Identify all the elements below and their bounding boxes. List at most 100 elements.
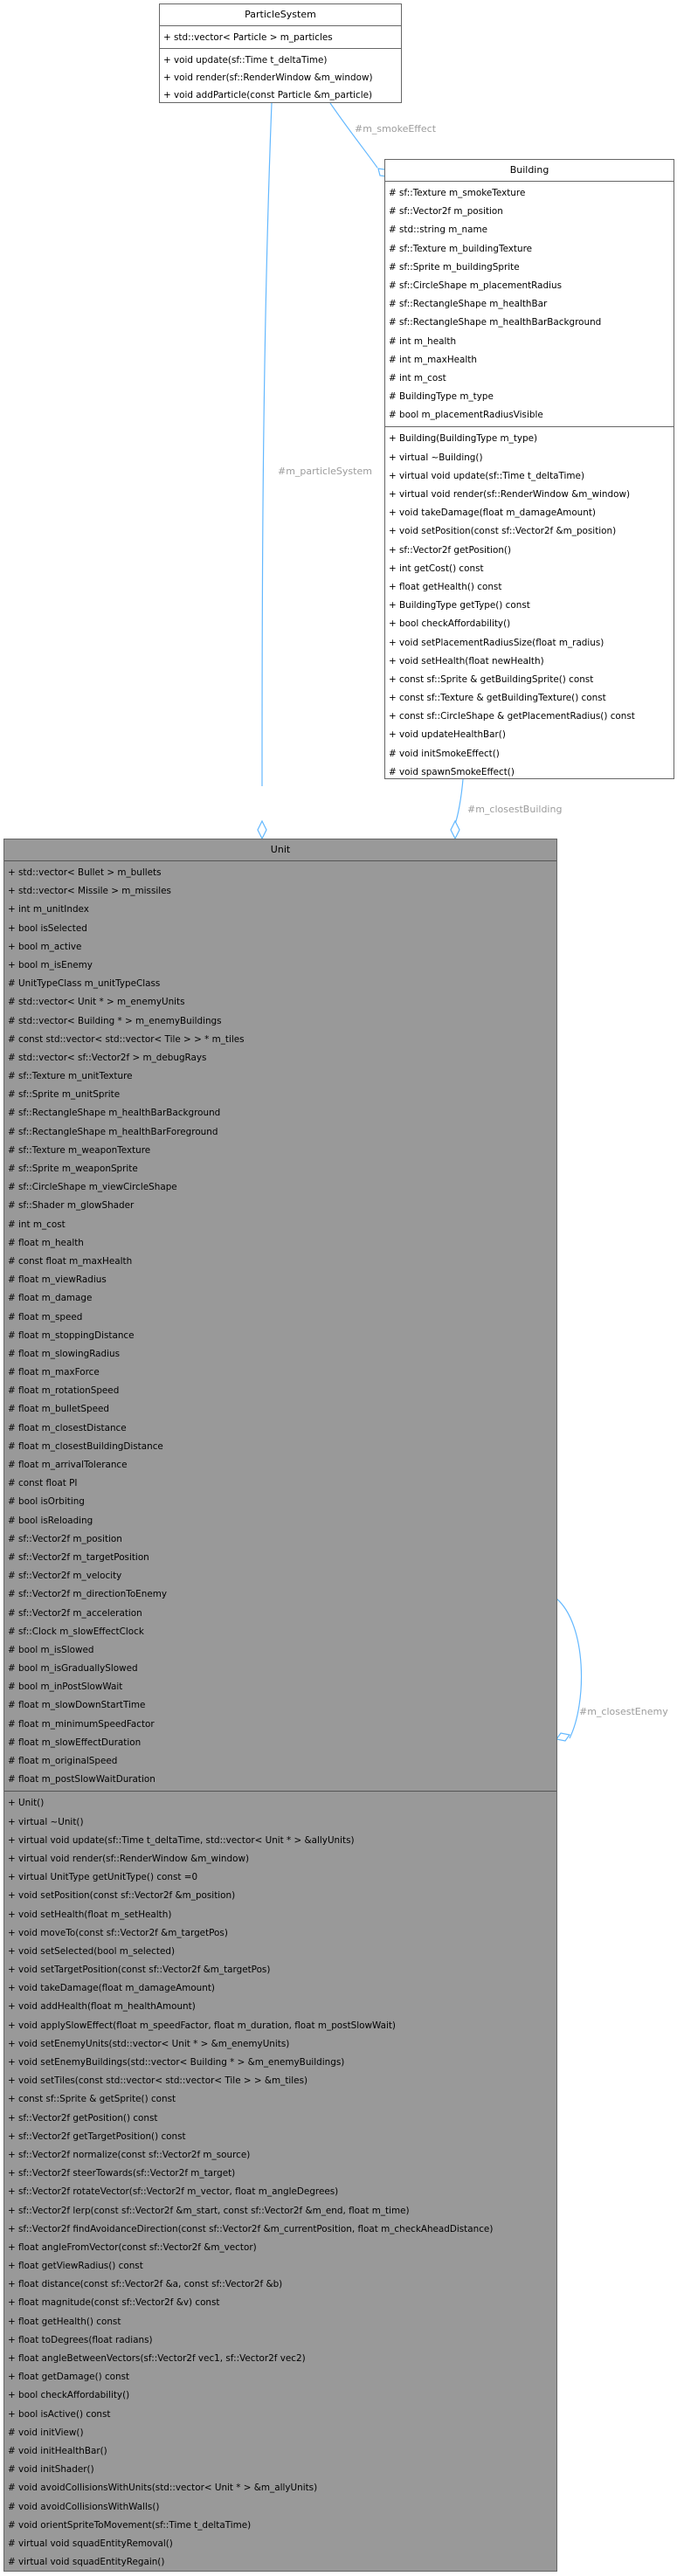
class-attribute: # bool m_inPostSlowWait <box>8 1682 123 1693</box>
class-operation: # void initShader() <box>8 2464 94 2476</box>
class-operation: + Building(BuildingType m_type) <box>389 433 538 445</box>
class-operation: + sf::Vector2f rotateVector(sf::Vector2f… <box>8 2186 339 2198</box>
class-operation: + void moveTo(const sf::Vector2f &m_targ… <box>8 1927 228 1938</box>
edge-unit-self-diamond <box>555 1732 571 1742</box>
class-operation: + virtual void update(sf::Time t_deltaTi… <box>389 470 584 481</box>
class-operation: # void avoidCollisionsWithWalls() <box>8 2501 160 2512</box>
class-attribute: # sf::Shader m_glowShader <box>8 1200 135 1212</box>
class-attribute: # sf::RectangleShape m_healthBarForegrou… <box>8 1126 218 1137</box>
operations-section: + Building(BuildingType m_type) + virtual… <box>385 426 674 784</box>
class-attribute: # BuildingType m_type <box>389 391 494 403</box>
edge-label-closest-building: #m_closestBuilding <box>467 804 563 815</box>
class-attribute: + bool m_active <box>8 941 82 952</box>
class-attribute: # bool m_isGraduallySlowed <box>8 1663 138 1675</box>
class-operation: + virtual void render(sf::RenderWindow &… <box>8 1853 250 1864</box>
class-operation: + void setHealth(float newHealth) <box>389 655 544 666</box>
class-operation: # void orientSpriteToMovement(sf::Time t… <box>8 2519 252 2531</box>
class-attribute: # float m_rotationSpeed <box>8 1385 120 1397</box>
edge-label-closest-enemy: #m_closestEnemy <box>579 1706 668 1717</box>
class-unit[interactable]: Unit + std::vector< Bullet > m_bullets+ … <box>3 839 557 2572</box>
class-operation: + sf::Vector2f findAvoidanceDirection(co… <box>8 2223 494 2234</box>
edge-label-smoke-effect: #m_smokeEffect <box>355 123 437 135</box>
class-operation: + void setPosition(const sf::Vector2f &m… <box>8 1890 236 1902</box>
class-attribute: + std::vector< Particle > m_particles <box>163 32 333 43</box>
class-building[interactable]: Building # sf::Texture m_smokeTexture# s… <box>384 159 674 779</box>
class-attribute: # sf::Vector2f m_position <box>389 206 503 218</box>
class-operation: + virtual ~Unit() <box>8 1816 84 1827</box>
edge-unit-self <box>556 1598 583 1739</box>
class-attribute: # sf::RectangleShape m_healthBar <box>389 299 548 310</box>
class-operation: # void initView() <box>8 2427 84 2438</box>
class-attribute: # float m_closestDistance <box>8 1422 127 1433</box>
class-operation: + void takeDamage(float m_damageAmount) <box>389 508 596 519</box>
class-operation: + virtual void update(sf::Time t_deltaTi… <box>8 1834 355 1846</box>
class-attribute: # bool m_placementRadiusVisible <box>389 410 543 421</box>
edge-particle-system-unit-diamond <box>257 819 267 840</box>
class-operation: + sf::Vector2f lerp(const sf::Vector2f &… <box>8 2205 410 2216</box>
class-operation: + sf::Vector2f getPosition() <box>389 544 512 556</box>
class-operation: + virtual void render(sf::RenderWindow &… <box>389 489 631 500</box>
class-operation: + void setEnemyUnits(std::vector< Unit *… <box>8 2038 290 2049</box>
class-operation: + void applySlowEffect(float m_speedFact… <box>8 2020 396 2031</box>
class-attribute: # sf::RectangleShape m_healthBarBackgrou… <box>8 1108 221 1119</box>
class-operation: + float getViewRadius() const <box>8 2261 143 2272</box>
class-operation: + bool checkAffordability() <box>8 2390 130 2401</box>
class-operation: + const sf::Sprite & getSprite() const <box>8 2094 176 2105</box>
class-operation: + void setHealth(float m_setHealth) <box>8 1909 172 1920</box>
class-operation: + virtual UnitType getUnitType() const =… <box>8 1872 198 1883</box>
class-attribute: # float m_speed <box>8 1311 83 1323</box>
class-attribute: # float m_originalSpeed <box>8 1756 118 1766</box>
class-attribute: # float m_slowingRadius <box>8 1348 121 1359</box>
class-attribute: # std::vector< sf::Vector2f > m_debugRay… <box>8 1052 207 1063</box>
class-operation: + void render(sf::RenderWindow &m_window… <box>163 73 373 83</box>
class-operation: + sf::Vector2f steerTowards(sf::Vector2f… <box>8 2168 236 2179</box>
class-attribute: + bool m_isEnemy <box>8 959 93 970</box>
class-particle-system[interactable]: ParticleSystem + std::vector< Particle >… <box>159 3 402 103</box>
class-attribute: # sf::Texture m_weaponTexture <box>8 1144 151 1156</box>
class-operation: + sf::Vector2f normalize(const sf::Vecto… <box>8 2149 251 2160</box>
class-operation: + void addParticle(const Particle &m_par… <box>163 90 373 100</box>
edge-building-unit-diamond <box>450 819 460 840</box>
class-attribute: # std::vector< Unit * > m_enemyUnits <box>8 997 185 1008</box>
class-operation: + void update(sf::Time t_deltaTime) <box>163 55 328 66</box>
attributes-section: # sf::Texture m_smokeTexture# sf::Vector… <box>385 182 674 426</box>
class-attribute: # float m_damage <box>8 1293 93 1304</box>
class-operation: + void setSelected(bool m_selected) <box>8 1945 176 1957</box>
class-operation: + const sf::Texture & getBuildingTexture… <box>389 693 606 704</box>
class-attribute: # sf::CircleShape m_placementRadius <box>389 280 563 291</box>
class-attribute: # sf::Vector2f m_velocity <box>8 1571 122 1582</box>
class-attribute: # sf::Vector2f m_acceleration <box>8 1607 142 1619</box>
class-attribute: # sf::Clock m_slowEffectClock <box>8 1626 144 1637</box>
edge-particle-system-building <box>329 102 378 169</box>
class-attribute: # std::string m_name <box>389 224 488 236</box>
class-operation: + float magnitude(const sf::Vector2f &v)… <box>8 2297 220 2309</box>
class-operation: + float angleFromVector(const sf::Vector… <box>8 2241 257 2253</box>
class-attribute: # float m_viewRadius <box>8 1274 107 1286</box>
class-operation: # void initHealthBar() <box>8 2445 107 2456</box>
class-attribute: # bool isOrbiting <box>8 1496 85 1508</box>
class-operation: # virtual void squadEntityRegain() <box>8 2557 165 2568</box>
class-attribute: # float m_arrivalTolerance <box>8 1460 128 1470</box>
operations-section: + void update(sf::Time t_deltaTime)+ voi… <box>160 48 401 106</box>
class-attribute: # sf::Sprite m_unitSprite <box>8 1089 121 1101</box>
class-operation: + Unit() <box>8 1798 45 1809</box>
class-attribute: # sf::Sprite m_buildingSprite <box>389 261 520 273</box>
class-operation: + bool checkAffordability() <box>389 618 511 630</box>
class-attribute: # sf::Sprite m_weaponSprite <box>8 1164 138 1174</box>
class-attribute: # bool isReloading <box>8 1515 93 1526</box>
class-title: Unit <box>4 839 556 861</box>
class-attribute: # const float PI <box>8 1478 78 1489</box>
class-attribute: # sf::RectangleShape m_healthBarBackgrou… <box>389 317 602 328</box>
class-operation: + void addHealth(float m_healthAmount) <box>8 2001 196 2013</box>
class-attribute: # float m_postSlowWaitDuration <box>8 1774 155 1785</box>
attributes-section: + std::vector< Bullet > m_bullets+ std::… <box>4 861 556 1791</box>
class-operation: + float getHealth() const <box>389 581 502 592</box>
edge-building-unit <box>454 778 464 825</box>
edge-label-particle-system: #m_particleSystem <box>278 466 372 477</box>
class-attribute: # float m_maxForce <box>8 1367 100 1378</box>
class-operation: + bool isActive() const <box>8 2408 111 2420</box>
class-attribute: # float m_bulletSpeed <box>8 1404 109 1415</box>
class-operation: + void setEnemyBuildings(std::vector< Bu… <box>8 2057 345 2068</box>
class-operation: + BuildingType getType() const <box>389 600 530 611</box>
